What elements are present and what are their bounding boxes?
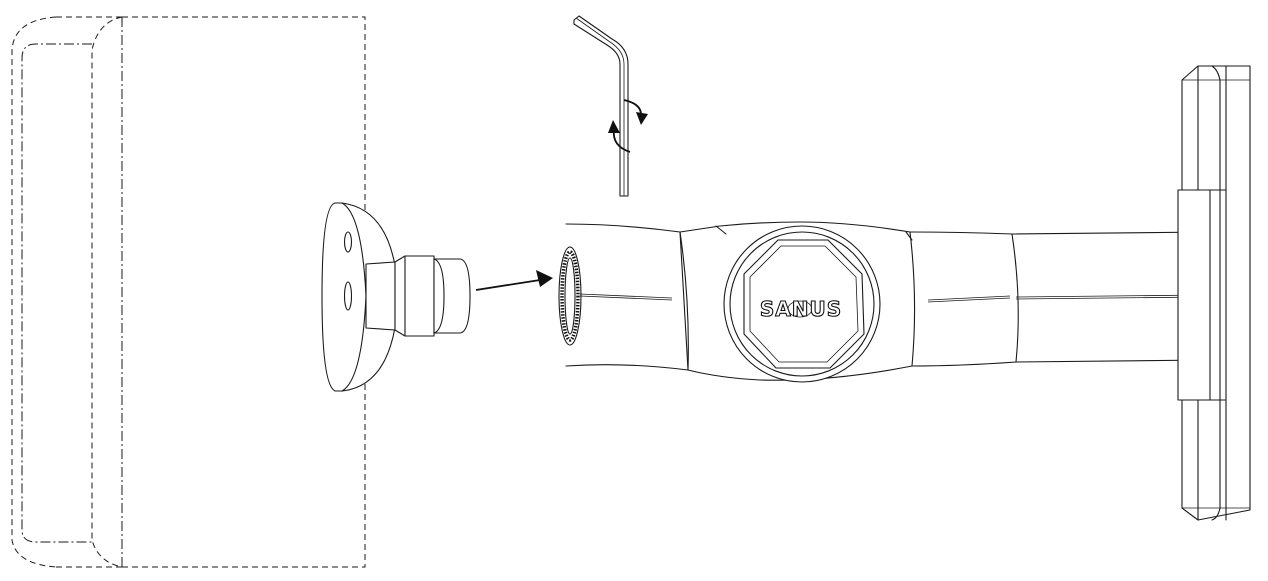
brand-logo: SANUS — [760, 297, 842, 321]
wall-bracket — [1177, 65, 1251, 521]
hex-key-icon — [573, 15, 629, 197]
mount-arm: SANUS — [558, 221, 1211, 383]
speaker-mount-plate — [321, 202, 471, 392]
speaker-outline — [11, 16, 366, 568]
insert-arrow-icon — [475, 270, 553, 291]
rotate-arrows-icon — [608, 99, 648, 153]
